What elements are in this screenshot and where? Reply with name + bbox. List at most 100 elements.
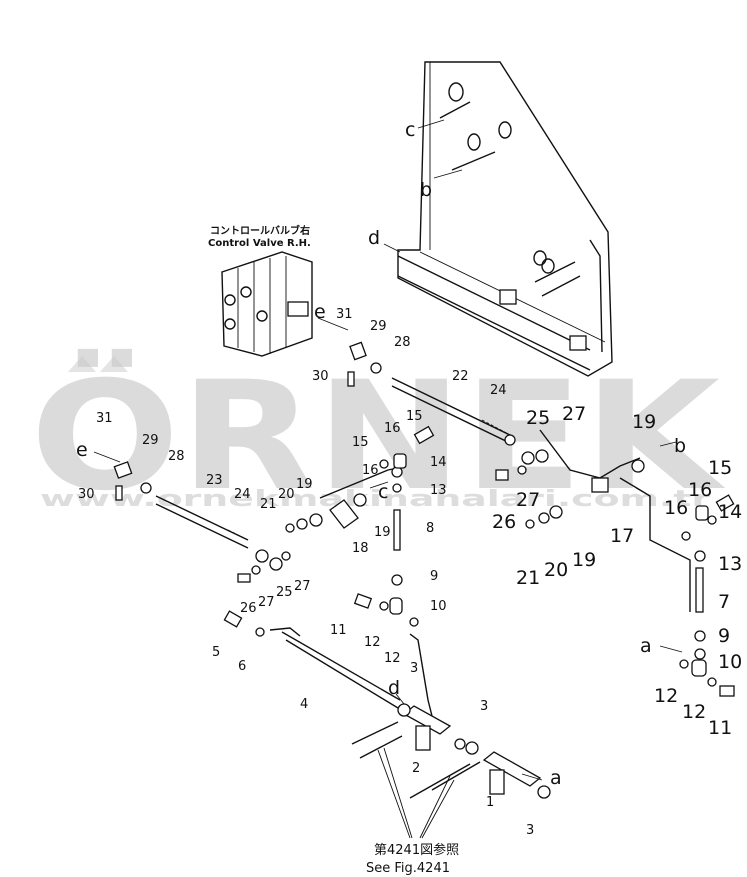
part-label: 3 <box>480 699 488 714</box>
part-label: 31 <box>96 411 113 426</box>
part-label: 21 <box>516 567 540 589</box>
part-label: 11 <box>708 717 732 739</box>
valve-label-en: Control Valve R.H. <box>208 238 311 249</box>
bracket-plate <box>397 61 613 377</box>
part-label: 27 <box>516 489 540 511</box>
letter-b-right: b <box>674 435 686 457</box>
figure-reference: 第4241図参照 See Fig.4241 <box>366 842 459 876</box>
valve-body <box>221 251 313 357</box>
part-28-left-shape <box>140 482 152 494</box>
letter-d-bottom: d <box>388 677 400 699</box>
letter-b-top: b <box>420 179 432 201</box>
part-29-left-shape <box>113 461 133 479</box>
part-label: 3 <box>526 823 534 838</box>
part-label: 31 <box>336 307 353 322</box>
lever-18-body <box>329 499 359 529</box>
part-label: 11 <box>330 623 347 638</box>
watermark-brand: ÖRNEK <box>30 348 726 524</box>
letter-c-center: c <box>378 481 388 503</box>
part-label: 28 <box>168 449 185 464</box>
part-label: 19 <box>296 477 313 492</box>
rod-22 <box>391 377 513 445</box>
reference-en: See Fig.4241 <box>366 861 450 876</box>
part-label: 8 <box>426 521 434 536</box>
link-17 <box>539 429 691 612</box>
bracket-hole <box>498 121 512 139</box>
part-label: 14 <box>718 501 742 523</box>
part-label: 12 <box>682 701 706 723</box>
valve-label-jp: コントロールバルブ右 <box>210 224 310 237</box>
control-valve: コントロールバルブ右 Control Valve R.H. <box>208 224 313 357</box>
watermark: ÖRNEK www.ornekmakinahalari.com.tr <box>30 348 726 524</box>
part-28-shape <box>370 362 382 374</box>
part-label: 4 <box>300 697 308 712</box>
bracket-hole <box>467 133 481 151</box>
reference-arrows <box>93 119 683 781</box>
shaft-4 <box>269 627 401 709</box>
letter-c-top: c <box>405 119 415 141</box>
part-label: 16 <box>384 421 401 436</box>
part-label: 25 <box>276 585 293 600</box>
part-30-left-shape <box>115 485 123 501</box>
part-label: 20 <box>278 487 295 502</box>
valve-spool <box>287 301 309 317</box>
part-label: 6 <box>238 659 246 674</box>
letter-e-left: e <box>76 439 88 461</box>
part-label: 23 <box>206 473 223 488</box>
part-label: 15 <box>406 409 423 424</box>
part-label: 19 <box>632 411 656 433</box>
watermark-accent-right <box>100 356 128 372</box>
part-label: 22 <box>452 369 469 384</box>
letter-e-valve: e <box>314 301 326 323</box>
part-label: 12 <box>654 685 678 707</box>
bracket-block <box>499 289 517 305</box>
bracket-hole <box>448 82 464 102</box>
part-8-shape <box>393 509 401 551</box>
part-label: 25 <box>526 407 550 429</box>
part-label: 16 <box>688 479 712 501</box>
bracket-block <box>569 335 587 351</box>
lever-1 <box>482 751 542 787</box>
part-label: 27 <box>294 579 311 594</box>
part-label: 29 <box>142 433 159 448</box>
part-label: 16 <box>362 463 379 478</box>
part-label: 10 <box>430 599 447 614</box>
part-label: 13 <box>718 553 742 575</box>
frame-bracket <box>397 61 613 377</box>
letter-d-top: d <box>368 227 380 249</box>
lever-1-arm <box>489 769 505 795</box>
link-17-block <box>591 477 609 493</box>
part-label: 21 <box>260 497 277 512</box>
part-label: 9 <box>430 569 438 584</box>
part-label: 17 <box>610 525 634 547</box>
part-label: 7 <box>718 591 730 613</box>
part-label: 1 <box>486 795 494 810</box>
bracket-hole <box>541 258 555 274</box>
watermark-accent-left <box>68 356 96 372</box>
letter-a-bottom: a <box>550 767 562 789</box>
part-label: 19 <box>572 549 596 571</box>
part-label: 30 <box>312 369 329 384</box>
part-label: 29 <box>370 319 387 334</box>
reference-letters: c b d e e c b a d a <box>76 119 686 789</box>
part-label: 2 <box>412 761 420 776</box>
reference-jp: 第4241図参照 <box>374 842 459 858</box>
lever-2-arm <box>415 725 431 751</box>
hardware <box>113 341 735 750</box>
part-label: 24 <box>490 383 507 398</box>
part-label: 16 <box>664 497 688 519</box>
part-label: 15 <box>352 435 369 450</box>
part-label: 28 <box>394 335 411 350</box>
part-label: 10 <box>718 651 742 673</box>
part-29-shape <box>349 341 367 361</box>
part-label: 3 <box>410 661 418 676</box>
part-label: 12 <box>364 635 381 650</box>
rod-23 <box>155 495 249 549</box>
part-labels: 31 29 28 30 22 31 29 28 30 23 24 21 20 1… <box>78 307 742 838</box>
part-30-shape <box>347 371 355 387</box>
letter-a-right: a <box>640 635 652 657</box>
part-label: 5 <box>212 645 220 660</box>
part-label: 30 <box>78 487 95 502</box>
